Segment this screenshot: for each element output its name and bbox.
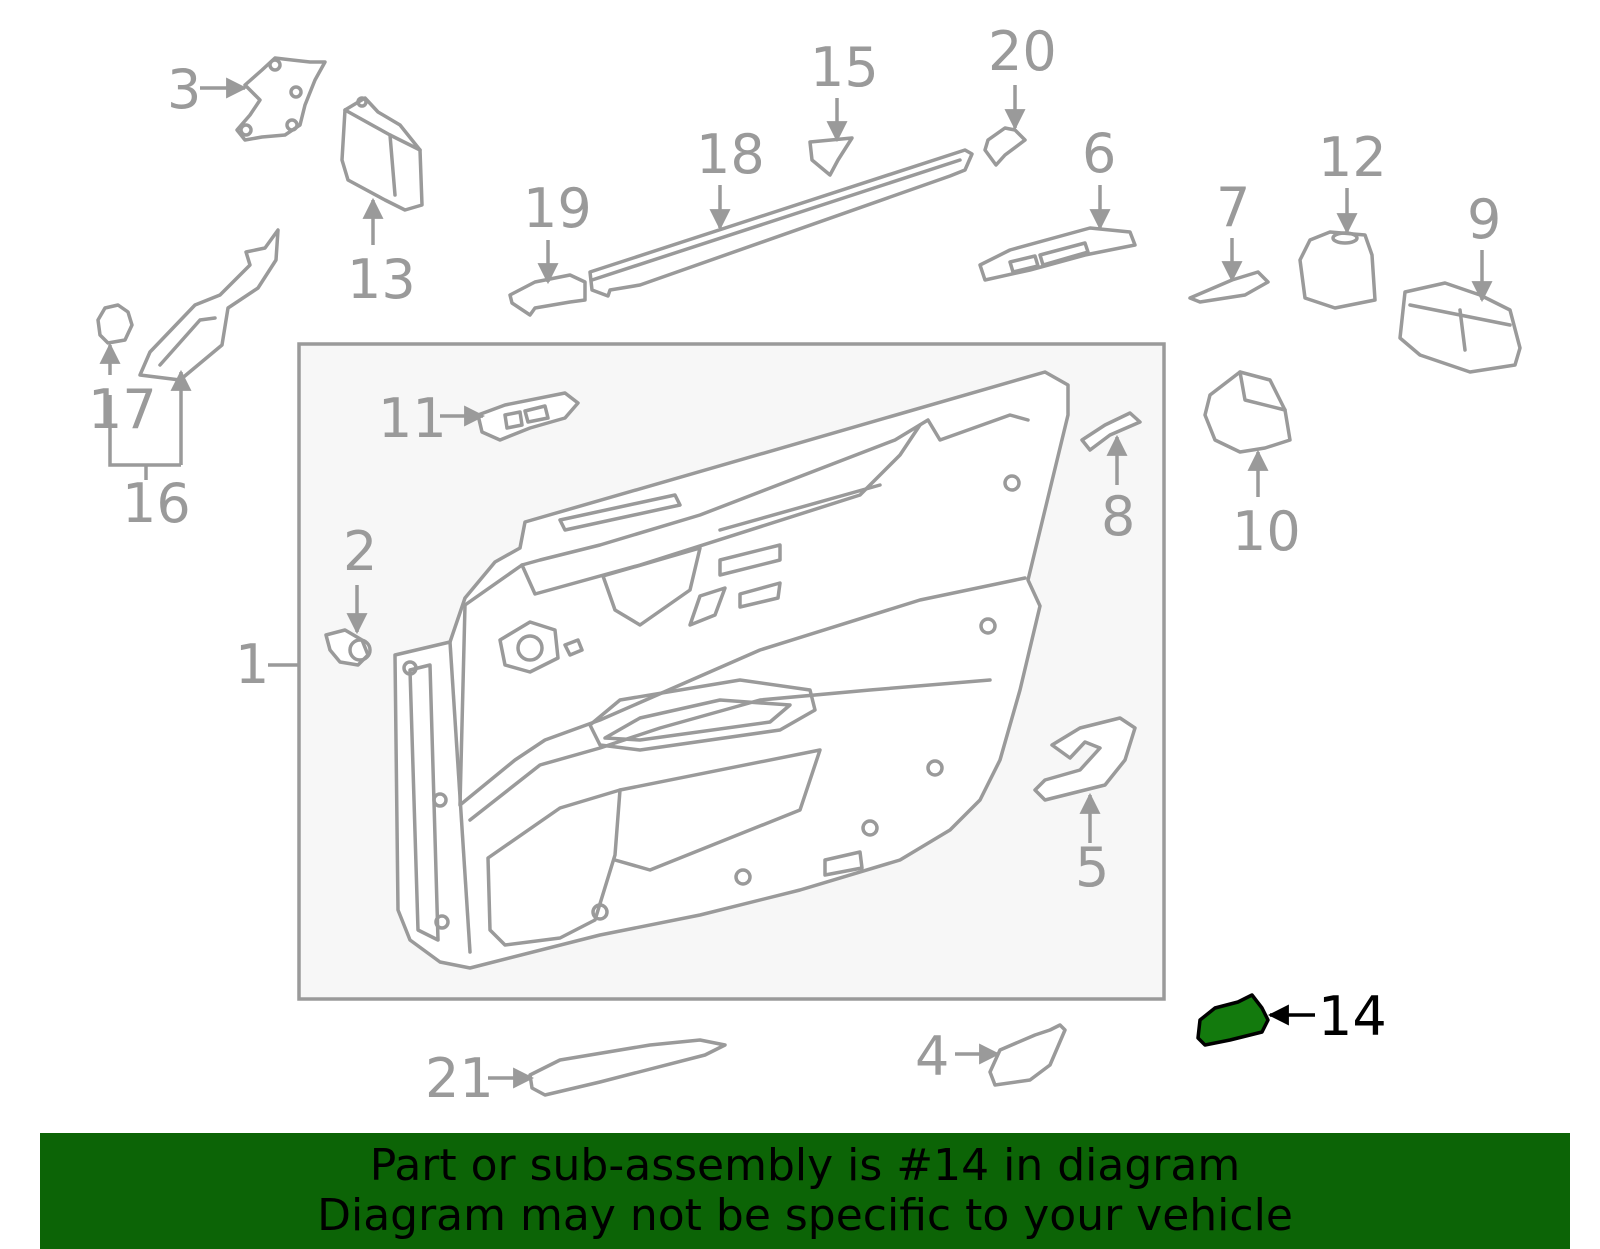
callout-15: 15 (810, 36, 879, 99)
part-15-cap[interactable] (808, 136, 854, 177)
callout-4: 4 (915, 1025, 949, 1088)
part-20-clip[interactable] (983, 126, 1027, 167)
part-9-master-switch[interactable] (1398, 281, 1522, 374)
part-10-switch-module[interactable] (1203, 370, 1292, 454)
callout-19: 19 (523, 177, 592, 240)
callout-14: 14 (1318, 985, 1387, 1048)
part-17-clip[interactable] (96, 303, 134, 345)
part-3-bracket[interactable] (235, 56, 327, 142)
callout-6: 6 (1082, 122, 1116, 185)
part-1-door-trim-panel[interactable] (393, 370, 1070, 970)
part-13-control-module[interactable] (340, 96, 424, 212)
part-16-bracket[interactable] (138, 228, 280, 382)
part-14-highlighted[interactable] (1196, 993, 1270, 1047)
callout-18: 18 (696, 123, 765, 186)
callout-12: 12 (1318, 126, 1387, 189)
info-banner: Part or sub-assembly is #14 in diagram D… (40, 1133, 1570, 1249)
part-18-weatherstrip[interactable] (588, 148, 974, 298)
part-21-trim-strip[interactable] (528, 1038, 727, 1097)
part-4-trim[interactable] (988, 1023, 1067, 1087)
callout-17: 17 (88, 378, 157, 441)
callout-7: 7 (1216, 176, 1250, 239)
callout-labels: 3 13 17 16 19 18 15 20 6 7 12 9 10 8 11 … (88, 20, 1501, 1110)
leader-lines (99, 77, 1493, 1089)
callout-11: 11 (378, 387, 447, 450)
callout-5: 5 (1075, 836, 1109, 899)
callout-8: 8 (1101, 485, 1135, 548)
callout-10: 10 (1232, 500, 1301, 563)
leader-16-bracket (108, 395, 181, 467)
banner-line-2: Diagram may not be specific to your vehi… (317, 1190, 1293, 1241)
callout-20: 20 (988, 20, 1057, 83)
part-7-trim-piece[interactable] (1188, 270, 1270, 304)
part-8-clip[interactable] (1080, 411, 1142, 452)
part-6-switch-bezel[interactable] (978, 226, 1137, 282)
callout-1: 1 (235, 633, 269, 696)
callout-16: 16 (122, 472, 191, 535)
callout-13: 13 (347, 248, 416, 311)
part-12-switch-housing[interactable] (1298, 230, 1377, 310)
callout-2: 2 (343, 520, 377, 583)
callout-9: 9 (1467, 188, 1501, 251)
callout-3: 3 (167, 58, 201, 121)
part-5-bracket[interactable] (1033, 716, 1137, 802)
part-11-switch[interactable] (476, 391, 580, 442)
banner-line-1: Part or sub-assembly is #14 in diagram (369, 1140, 1241, 1191)
callout-21: 21 (425, 1047, 494, 1110)
